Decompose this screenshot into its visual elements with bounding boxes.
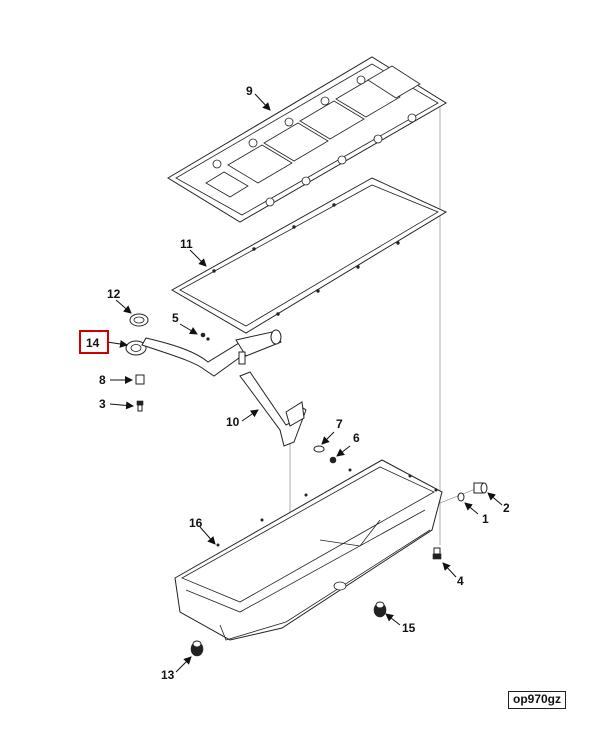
callout-8: 8 xyxy=(99,373,106,387)
upper-gasket-plate xyxy=(167,56,447,223)
callout-5: 5 xyxy=(172,311,179,325)
bracket-washer xyxy=(313,445,325,453)
callout-6: 6 xyxy=(353,431,360,445)
callout-labels: 9 11 12 5 14 8 3 10 7 6 16 1 2 4 15 13 xyxy=(86,84,510,682)
pan-drain-plug xyxy=(190,640,204,657)
callout-7: 7 xyxy=(336,417,343,431)
callout-15: 15 xyxy=(402,621,416,635)
suction-tube-flange xyxy=(125,340,147,356)
callout-11: 11 xyxy=(180,237,193,251)
tube-cap-screw xyxy=(136,400,144,412)
callout-16: 16 xyxy=(189,516,203,530)
oil-suction-tube xyxy=(141,329,282,377)
callout-9: 9 xyxy=(246,84,253,98)
drain-washer xyxy=(457,492,465,502)
callout-highlight-box xyxy=(79,330,109,354)
drain-plug xyxy=(473,482,488,494)
oil-pan xyxy=(174,459,443,641)
tube-spacer xyxy=(135,374,145,385)
callout-2: 2 xyxy=(503,501,510,515)
pan-fitting xyxy=(432,547,442,560)
diagram-reference-code: op970gz xyxy=(508,691,566,709)
tube-bolt-small xyxy=(200,332,210,341)
callout-1: 1 xyxy=(482,512,489,526)
pan-plug-large xyxy=(373,601,387,618)
suction-tube-gasket xyxy=(129,313,149,327)
callout-3: 3 xyxy=(99,397,106,411)
callout-leaders xyxy=(106,93,503,673)
callout-12: 12 xyxy=(107,287,121,301)
callout-13: 13 xyxy=(161,668,175,682)
callout-10: 10 xyxy=(226,415,240,429)
bracket-nut xyxy=(329,456,337,464)
oil-pan-gasket xyxy=(170,177,448,334)
suction-tube-bracket xyxy=(239,371,307,447)
callout-14: 14 xyxy=(86,336,100,350)
assembly-line-fastener xyxy=(434,487,479,506)
callout-4: 4 xyxy=(457,574,464,588)
